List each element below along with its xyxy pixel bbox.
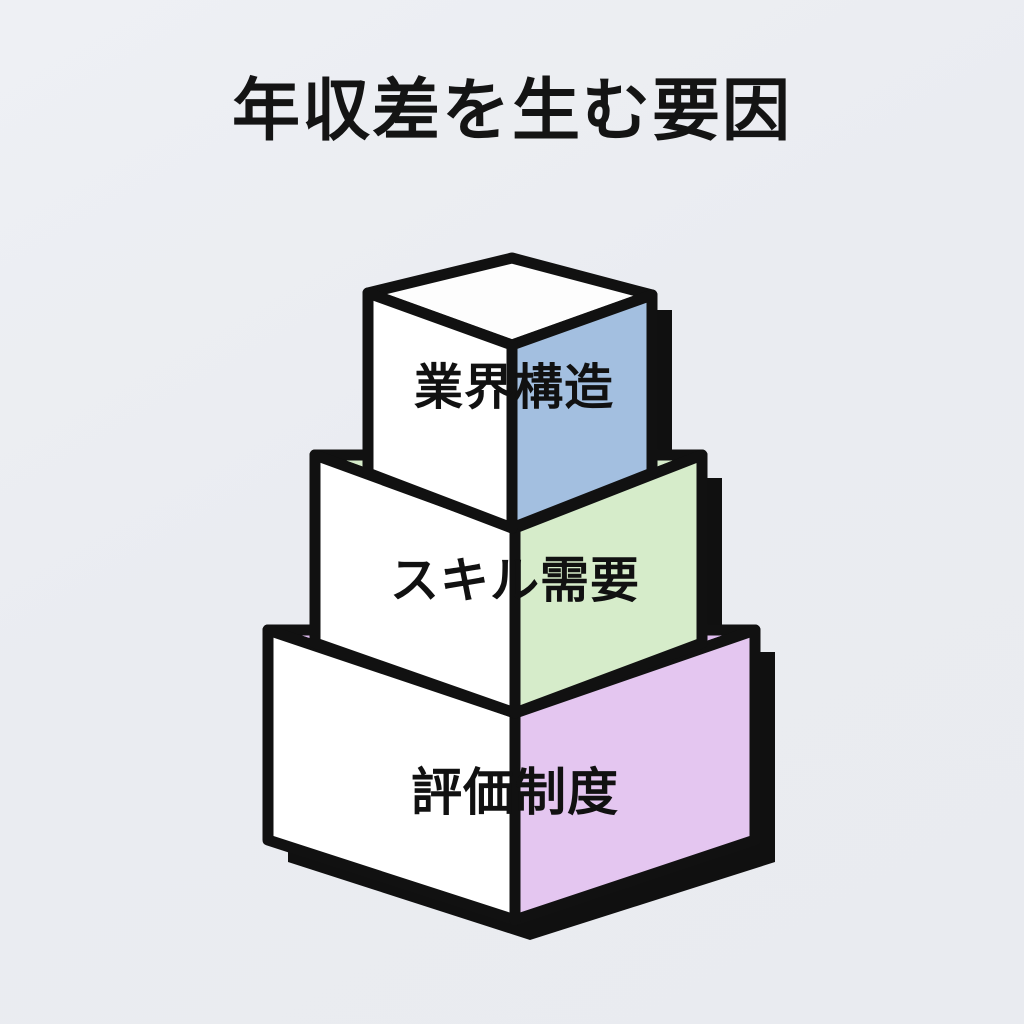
tier-bottom-label: 評価制度 xyxy=(411,764,619,823)
tier-top-label: 業界構造 xyxy=(414,359,614,416)
tier-middle-label: スキル需要 xyxy=(390,552,640,609)
page-title: 年収差を生む要因 xyxy=(231,72,792,151)
tier-top-industry-structure[interactable]: 業界構造 xyxy=(362,252,658,534)
